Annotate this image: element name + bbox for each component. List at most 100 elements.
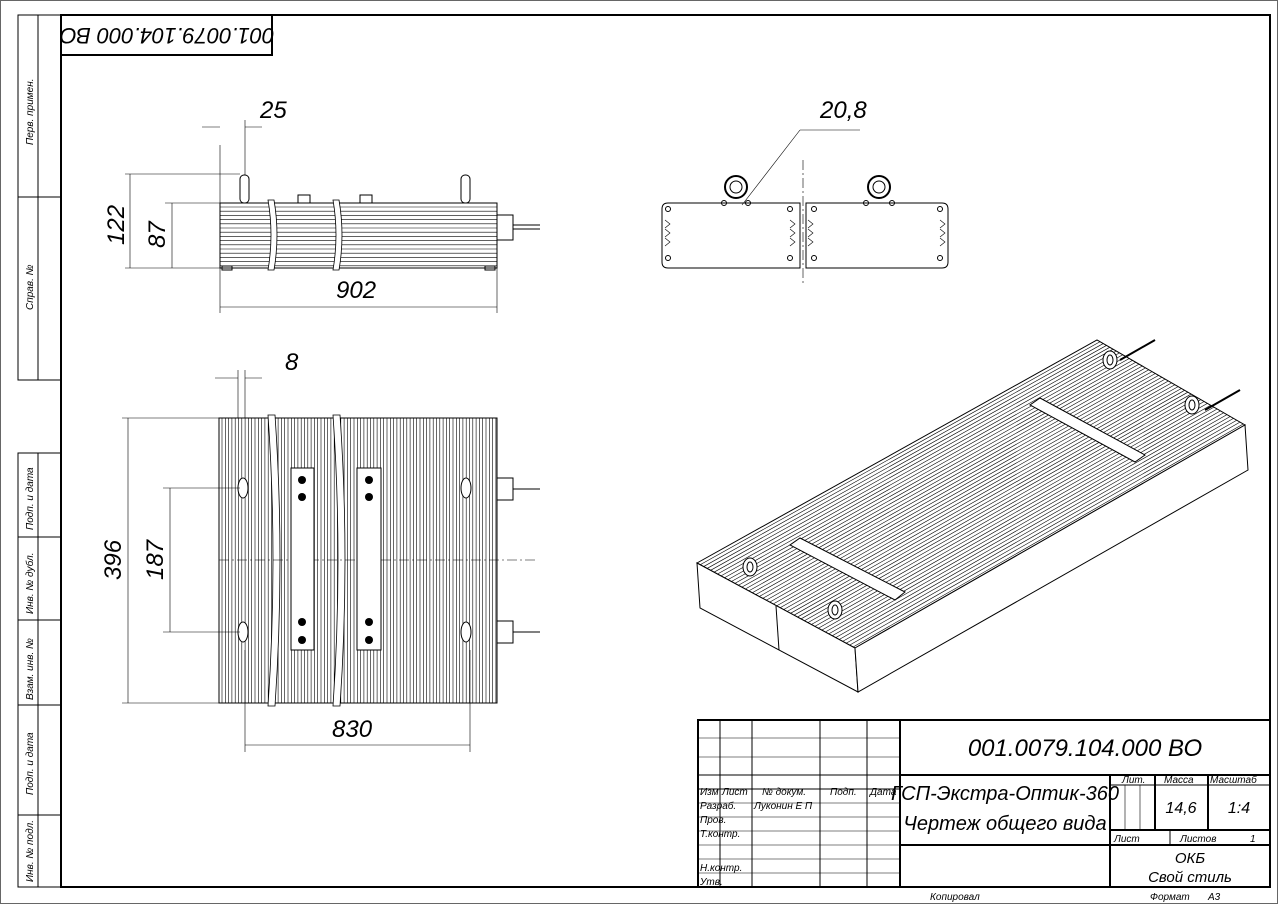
strip-label: Справ. № [25,264,36,310]
front-view [219,174,540,271]
dim-187: 187 [142,538,169,580]
eyebolt-icon [1102,350,1118,370]
eyebolt-icon [1184,395,1200,415]
strip-label: Перв. примен. [25,79,36,145]
vent-mark [789,228,796,238]
vent-mark [807,219,814,229]
vent-mark [939,219,946,229]
fin-line [852,423,1244,648]
screw-icon [665,255,671,261]
top-dimensions: 8 396 187 830 [100,349,471,752]
strip-label: Инв. № подл. [25,820,36,882]
fastener-icon [298,476,306,484]
fin-line [849,421,1241,646]
break-line [267,414,281,707]
front-dimensions: 25 122 87 902 [103,97,498,313]
fin-line [720,352,1120,577]
isometric-view [695,339,1249,693]
stamp-text: 001.0079.104.000 ВО [60,23,275,48]
vent-mark [664,219,671,229]
fin-line [710,347,1110,571]
org-line1: ОКБ [1175,850,1206,867]
designation: 001.0079.104.000 ВО [968,735,1202,762]
fin-line [717,350,1117,575]
dim-87: 87 [144,220,171,248]
dim-830: 830 [332,716,373,743]
break-line [267,199,278,271]
product-name: ГСП-Экстра-Оптик-360 [891,783,1119,805]
eyebolt-hole-icon [1188,399,1196,411]
fin-line [835,414,1228,638]
vent-mark [807,228,814,238]
fastener-icon [298,618,306,626]
screw-icon [863,200,869,206]
header-doc: № докум. [762,787,806,798]
format-value: А3 [1207,892,1221,903]
screw-icon [745,200,751,206]
screw-icon [787,206,793,212]
fin-line [706,345,1107,569]
module-split-line [775,605,780,651]
vent-mark [807,237,814,247]
vent-mark [939,237,946,247]
role-tech-control: Т.контр. [700,829,740,840]
top-view [218,414,540,707]
mount-bracket-icon [460,621,472,643]
left-strip: Перв. примен. Справ. № Подп. и дата Инв.… [17,14,62,888]
dim-396: 396 [100,539,127,580]
fin-line [846,419,1237,644]
fin-line [713,348,1114,573]
strip-label: Инв. № дубл. [24,553,36,615]
scale-value: 1:4 [1228,800,1250,817]
screw-icon [665,206,671,212]
screw-icon [811,255,817,261]
vent-mark [664,237,671,247]
fastener-icon [365,618,373,626]
mount-bracket-icon [460,477,472,499]
mass-value: 14,6 [1165,800,1196,817]
eyebolt-icon [827,600,843,620]
fin-line [703,343,1104,567]
strip-label: Подп. и дата [25,467,36,530]
screw-icon [889,200,895,206]
cable-icon [1204,389,1241,411]
strip-label: Взам. инв. № [25,638,36,700]
lit-label: Лит. [1121,775,1145,786]
vent-mark [664,228,671,238]
screw-icon [787,255,793,261]
break-line [332,414,346,707]
format-label: Формат [1150,892,1190,903]
screw-icon [937,255,943,261]
screw-icon [937,206,943,212]
sheets-value: 1 [1250,834,1256,845]
role-norm-control: Н.контр. [700,863,742,874]
eyebolt-hole-icon [831,604,839,616]
eyebolt-hole-icon [1106,354,1114,366]
dim-25: 25 [259,97,287,124]
fastener-icon [298,636,306,644]
eyebolt-hole-icon [746,561,754,573]
break-line [332,199,343,271]
fin-line [839,416,1231,640]
dim-8: 8 [285,349,299,376]
fastener-icon [298,493,306,501]
role-approved: Утв. [699,877,723,888]
inner-frame [60,14,1271,888]
cable-icon [1119,339,1156,361]
mass-label: Масса [1164,775,1194,786]
strip-label: Подп. и дата [25,732,36,795]
header-date: Дата [869,787,897,798]
copied-label: Копировал [930,892,980,903]
header-izm: Изм [700,787,719,798]
fin-line [700,341,1101,565]
rotated-stamp: 001.0079.104.000 ВО [60,14,275,56]
developer-name: Луконин Е П [753,801,813,812]
dim-902: 902 [336,277,376,304]
fastener-icon [365,493,373,501]
sheets-label: Листов [1179,834,1216,845]
role-developer: Разраб. [700,800,736,812]
vent-mark [939,228,946,238]
dim-20-8: 20,8 [819,97,867,124]
